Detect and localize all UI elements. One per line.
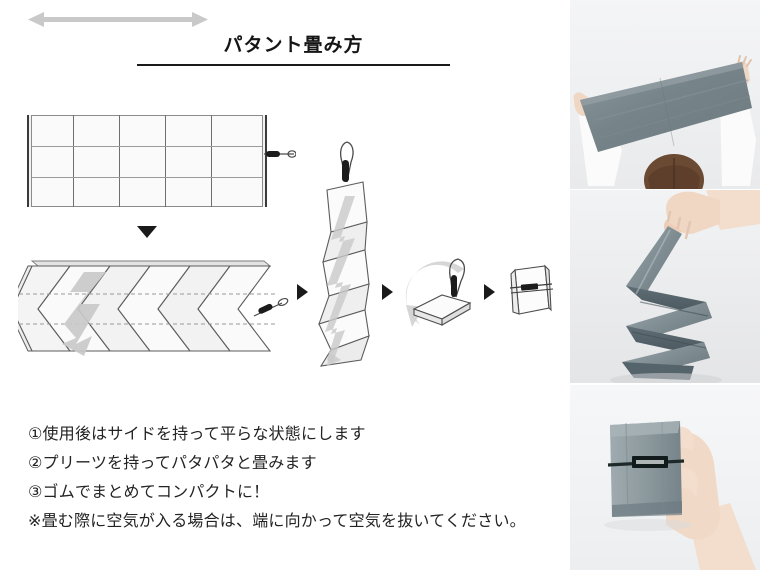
photo-compact-bundle: [570, 385, 760, 570]
elastic-strap-buckle-icon: [252, 297, 290, 319]
mat-left-edge: [27, 115, 32, 207]
fold-line-horizontal: [27, 146, 267, 147]
title-block: パタント畳み方: [137, 33, 450, 66]
right-triangle-icon: [484, 284, 495, 300]
fold-line-vertical: [165, 115, 166, 207]
mat-body: [27, 115, 267, 207]
illustration-panel: パタント畳み方: [7, 12, 558, 536]
flat-mat-diagram: [27, 115, 267, 207]
instruction-line-2: ②プリーツを持ってパタパタと畳みます: [28, 455, 317, 472]
fold-line-vertical: [73, 115, 74, 207]
banded-bundle-diagram: [505, 262, 557, 320]
vertical-accordion-diagram: [305, 138, 385, 368]
right-triangle-icon: [297, 284, 308, 300]
page-title: パタント畳み方: [223, 35, 364, 56]
elastic-strap-buckle-icon: [262, 147, 297, 159]
folded-pad-rotate-diagram: [398, 247, 484, 335]
photo-column: [570, 0, 760, 570]
fold-line-vertical: [119, 115, 120, 207]
right-triangle-icon: [382, 284, 393, 300]
title-underline: [137, 64, 450, 66]
photo-holding-mat-flat: [570, 0, 760, 189]
instruction-line-1: ①使用後はサイドを持って平らな状態にします: [28, 426, 366, 443]
mat-right-edge: [262, 115, 267, 207]
fold-line-horizontal: [27, 177, 267, 178]
double-headed-horizontal-arrow-icon: [28, 12, 208, 27]
instruction-list: ①使用後はサイドを持って平らな状態にします ②プリーツを持ってパタパタと畳みます…: [28, 420, 558, 536]
photo-accordion-fold: [570, 190, 760, 383]
down-triangle-icon: [137, 226, 157, 238]
instruction-note: ※畳む際に空気が入る場合は、端に向かって空気を抜いてください。: [28, 513, 526, 530]
fold-line-vertical: [211, 115, 212, 207]
pleated-zigzag-diagram: [7, 252, 288, 362]
instruction-line-3: ③ゴムでまとめてコンパクトに！: [28, 484, 270, 501]
